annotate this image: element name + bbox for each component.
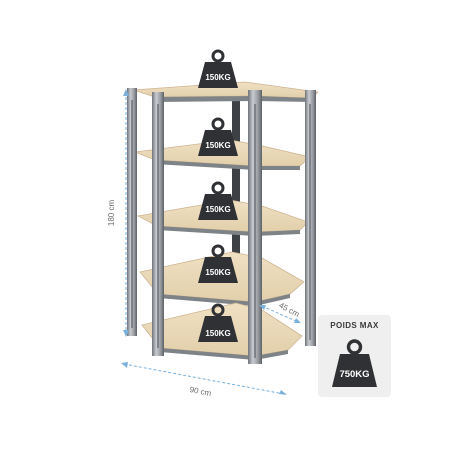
max-load-weight-icon: 750KG [332,339,377,387]
max-load-title: POIDS MAX [330,321,379,330]
shelf-load-label: 150KG [205,205,230,214]
front-posts [127,88,316,364]
weight-icon [198,244,238,283]
width-label: 90 cm [189,385,212,398]
weight-icon [198,303,238,342]
shelf-load-label: 150KG [205,73,230,82]
height-label: 180 cm [107,200,116,227]
max-load-value: 750KG [339,369,369,380]
depth-label: 45 cm [277,301,301,319]
shelf-load-label: 150KG [205,141,230,150]
height-dimension [123,89,129,337]
depth-dimension [259,305,301,323]
shelf-load-label: 150KG [205,329,230,338]
width-dimension [121,362,287,395]
shelf-load-label: 150KG [205,268,230,277]
weight-icon [198,117,238,156]
weight-icon [198,181,238,220]
weight-icon [198,49,238,88]
max-load-badge: POIDS MAX 750KG [318,315,391,397]
